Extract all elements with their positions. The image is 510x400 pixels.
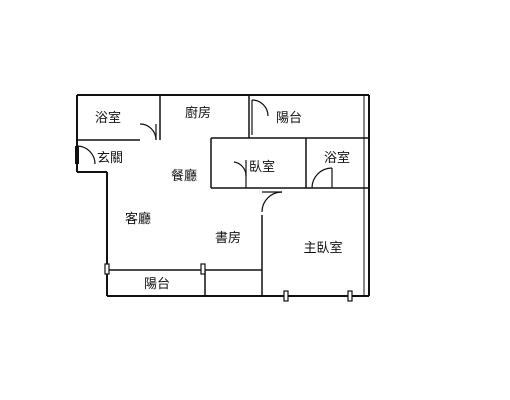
label-balcony-bottom: 陽台 — [144, 277, 170, 292]
door-bath-left — [139, 123, 157, 141]
room-labels: 浴室 廚房 陽台 玄關 餐廳 臥室 浴室 客廳 書房 主臥室 陽台 — [95, 105, 350, 292]
label-bath-right: 浴室 — [324, 150, 350, 166]
label-study: 書房 — [215, 230, 241, 246]
label-kitchen: 廚房 — [185, 105, 211, 121]
label-dining: 餐廳 — [171, 168, 197, 184]
label-bedroom: 臥室 — [249, 159, 275, 175]
door-entry — [76, 145, 96, 165]
door-balcony-top — [251, 99, 269, 117]
walls — [76, 94, 370, 297]
window-markers — [104, 263, 353, 302]
window-marker — [200, 263, 206, 275]
door-bedroom — [233, 161, 247, 177]
label-entry: 玄關 — [97, 151, 123, 166]
window-marker — [104, 263, 110, 275]
label-balcony-top: 陽台 — [276, 111, 302, 126]
interior-walls — [77, 95, 369, 296]
label-master-bedroom: 主臥室 — [303, 240, 342, 256]
window-marker — [283, 290, 289, 302]
door-bath-right — [311, 167, 333, 189]
window-marker — [347, 290, 353, 302]
label-bath-left: 浴室 — [95, 110, 121, 126]
doors — [75, 99, 333, 213]
door-master-bedroom — [261, 191, 283, 213]
label-living: 客廳 — [125, 211, 151, 227]
